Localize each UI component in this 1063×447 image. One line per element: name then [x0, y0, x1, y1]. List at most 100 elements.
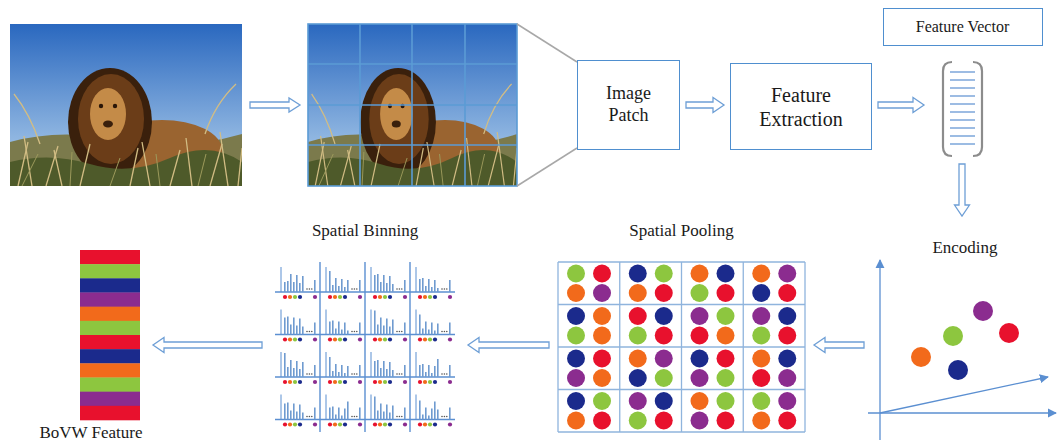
histogram-bar — [344, 323, 346, 335]
pooled-dot — [778, 350, 796, 368]
flow-arrow — [686, 98, 724, 113]
histogram-dot — [283, 337, 287, 341]
histogram-bar — [431, 323, 433, 335]
histogram-bar — [392, 320, 394, 335]
histogram-bar — [392, 284, 394, 292]
histogram-bar — [389, 276, 391, 292]
feature-stripe — [80, 406, 140, 420]
histogram-bar — [299, 405, 301, 420]
grid-line — [558, 389, 805, 390]
histogram-dot — [373, 337, 377, 341]
histogram-dot — [403, 337, 407, 341]
histogram-dot — [444, 373, 446, 375]
bovw-feature: BoVW Feature — [35, 248, 147, 443]
heading-box: Feature Vector — [883, 8, 1043, 46]
histogram-dot — [383, 337, 387, 341]
feature-stripe — [80, 321, 140, 335]
pooled-dot — [778, 284, 796, 302]
histogram-bar — [428, 330, 430, 335]
pooled-dot — [752, 412, 770, 430]
histogram-bar — [422, 278, 424, 292]
pooled-dot — [778, 412, 796, 430]
histogram-bar — [299, 319, 301, 335]
histogram-dot — [328, 422, 332, 426]
histogram-bar — [383, 326, 385, 335]
histogram-bar — [431, 373, 433, 377]
histogram-bar — [383, 275, 385, 292]
histogram-bar — [338, 322, 340, 335]
histogram-axis — [371, 267, 372, 292]
pooling-grid: Spatial Pooling — [555, 218, 808, 434]
pooled-dot — [593, 412, 611, 430]
histogram-dot — [383, 295, 387, 299]
histogram-bar — [359, 280, 361, 292]
histogram-dot — [358, 295, 362, 299]
histogram-dot — [351, 331, 353, 333]
pooled-dot — [629, 284, 647, 302]
histogram-dot — [306, 373, 308, 375]
histogram-dot — [343, 380, 347, 384]
histogram-dot — [399, 331, 401, 333]
feature-stripe — [80, 264, 140, 278]
pooled-dot — [629, 369, 647, 387]
histogram-bar — [386, 405, 388, 420]
histogram-dot — [293, 380, 297, 384]
histogram-dot — [388, 422, 392, 426]
histogram-dot — [378, 380, 382, 384]
pooled-dot — [629, 350, 647, 368]
histogram-dot — [444, 288, 446, 290]
pooled-dot — [691, 284, 709, 302]
histogram-bar — [302, 413, 304, 420]
histogram-bar — [284, 318, 286, 335]
histogram-dot — [423, 295, 427, 299]
histogram-dot — [441, 331, 443, 333]
histogram-bar — [335, 329, 337, 335]
histogram-dot — [401, 288, 403, 290]
histogram-axis — [281, 352, 282, 377]
histogram-axis — [326, 310, 327, 335]
histogram-bar — [425, 372, 427, 377]
pooled-dot — [655, 392, 673, 410]
histogram-bar — [383, 412, 385, 420]
histogram-axis — [326, 267, 327, 292]
pooled-dot — [717, 412, 735, 430]
feature-stripe — [80, 349, 140, 363]
histogram-bar — [329, 408, 331, 420]
histogram-dot — [433, 380, 437, 384]
histogram-dot — [428, 422, 432, 426]
histogram-dot — [328, 380, 332, 384]
histogram-bar — [434, 280, 436, 292]
histogram-bar — [347, 280, 349, 292]
histogram-bar — [419, 315, 421, 335]
histogram-bar — [389, 327, 391, 335]
histogram-dot — [354, 331, 356, 333]
zoom-lines — [517, 24, 577, 186]
histogram-bar — [341, 416, 343, 420]
pooled-dot — [752, 350, 770, 368]
histogram-dot — [401, 373, 403, 375]
histogram-dot — [283, 422, 287, 426]
histogram-bar — [296, 412, 298, 420]
histogram-dot — [358, 422, 362, 426]
lion-photo — [308, 24, 517, 186]
histogram-dot — [448, 337, 452, 341]
histogram-dot — [338, 422, 342, 426]
histogram-bar — [425, 322, 427, 335]
histogram-bar — [284, 404, 286, 420]
histogram-bar — [359, 365, 361, 377]
feature-stripe — [80, 378, 140, 392]
pooled-dot — [655, 327, 673, 345]
histogram-dot — [356, 416, 358, 418]
histogram-dot — [313, 337, 317, 341]
histogram-bar — [332, 321, 334, 335]
histogram-dot — [356, 288, 358, 290]
histogram-dot — [378, 295, 382, 299]
histogram-bar — [389, 413, 391, 420]
histogram-dot — [446, 331, 448, 333]
pooled-dot — [629, 307, 647, 325]
histogram-dot — [396, 288, 398, 290]
pooled-dot — [567, 412, 585, 430]
histogram-bar — [419, 401, 421, 420]
histogram-axis — [281, 310, 282, 335]
binning-grid: Spatial Binning — [268, 218, 462, 434]
